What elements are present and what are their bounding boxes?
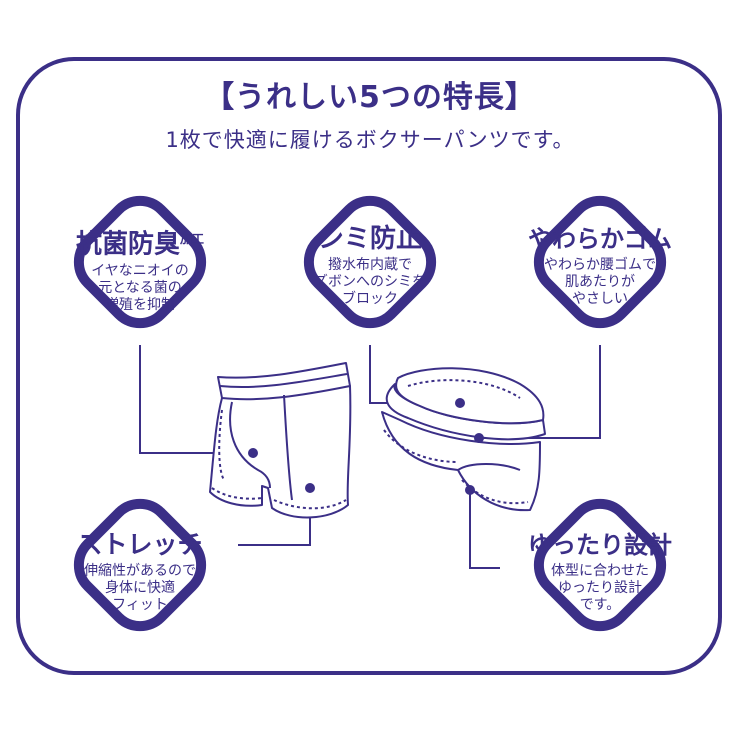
feature-title: ストレッチ (77, 530, 203, 559)
badge-loose-fit (533, 498, 667, 632)
leader-line-loose-fit (469, 492, 500, 569)
feature-loose-fit: ゆったり設計 体型に合わせた ゆったり設計 です。 (515, 530, 685, 614)
page-title: 【うれしい5つの特長】 (204, 80, 536, 115)
feature-desc-line: ズボンへのシミを (314, 274, 426, 290)
badge-stain-guard (303, 195, 437, 329)
feature-desc-line: 体型に合わせた (551, 563, 649, 579)
badge-antibacterial (73, 195, 207, 329)
feature-desc-line: ゆったり設計 (558, 580, 642, 596)
feature-title: ゆったり設計 (528, 531, 672, 559)
feature-desc-line: 元となる菌の (98, 279, 182, 296)
feature-desc-line: 増殖を抑制 (105, 296, 175, 313)
feature-antibacterial: 抗菌防臭加工 イヤなニオイの 元となる菌の 増殖を抑制 (60, 224, 220, 314)
feature-desc-line: やさしい (572, 291, 628, 307)
feature-stain-guard: シミ防止 撥水布内蔵で ズボンへのシミを ブロック (290, 224, 450, 308)
badge-stretch (73, 498, 207, 632)
feature-desc-line: ブロック (342, 291, 398, 307)
feature-title: シミ防止 (317, 224, 422, 254)
marker-dot-loose-fit (465, 485, 475, 495)
feature-desc-line: 身体に快適 (105, 580, 175, 596)
feature-desc-line: やわらか腰ゴムで (544, 257, 656, 273)
page-subtitle: 1枚で快適に履けるボクサーパンツです。 (165, 128, 575, 152)
marker-dot-antibacterial (248, 448, 258, 458)
feature-desc-line: です。 (579, 597, 621, 613)
marker-dot-stretch (305, 483, 315, 493)
marker-dot-soft-rubber (474, 433, 484, 443)
feature-desc-line: 撥水布内蔵で (328, 257, 412, 273)
marker-dot-stain-guard (455, 398, 465, 408)
feature-desc-line: フィット (112, 597, 168, 613)
feature-desc-line: イヤなニオイの (91, 262, 189, 279)
badge-soft-rubber (533, 195, 667, 329)
feature-stretch: ストレッチ 伸縮性があるので 身体に快適 フィット (55, 530, 225, 614)
feature-desc-line: 肌あたりが (565, 274, 635, 290)
feature-title: やわらかゴム (528, 225, 672, 253)
rounded-frame (16, 57, 722, 675)
feature-desc-line: 伸縮性があるので (84, 563, 196, 579)
feature-title: 抗菌防臭加工 (75, 229, 205, 260)
feature-soft-rubber: やわらかゴム やわらか腰ゴムで 肌あたりが やさしい (515, 224, 685, 308)
boxer-front-illustration (209, 362, 352, 519)
boxer-back-illustration (381, 367, 546, 512)
